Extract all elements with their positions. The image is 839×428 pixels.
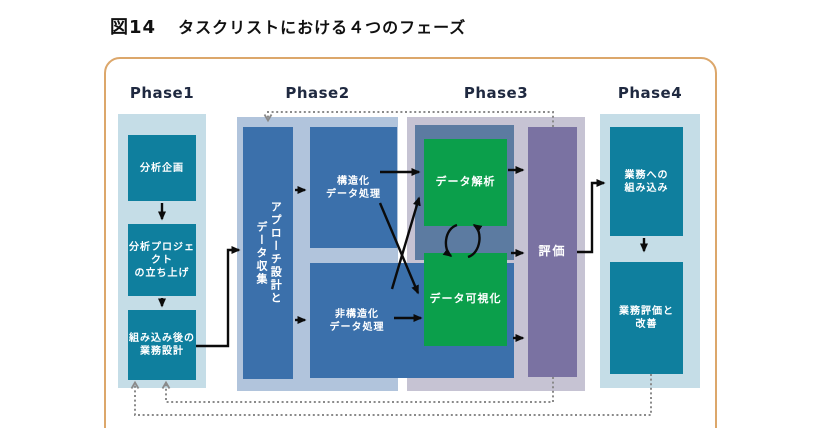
figure-header: 図14 タスクリストにおける４つのフェーズ: [110, 13, 466, 39]
node-structured-processing: 構造化 データ処理: [310, 127, 397, 248]
unstructured-processing-label: 非構造化 データ処理: [329, 308, 385, 333]
node-analysis-planning: 分析企画: [128, 135, 196, 201]
figure-title: タスクリストにおける４つのフェーズ: [178, 18, 467, 37]
node-business-integration: 業務への 組み込み: [610, 127, 683, 236]
node-data-visualization: データ可視化: [424, 253, 507, 346]
phase4-label: Phase4: [617, 84, 683, 102]
node-business-evaluation: 業務評価と 改善: [610, 262, 683, 374]
figure-number: 図14: [110, 17, 157, 38]
node-project-launch: 分析プロジェクト の立ち上げ: [128, 224, 196, 296]
phase2-label: Phase2: [285, 84, 350, 102]
node-post-integration-design: 組み込み後の 業務設計: [128, 310, 196, 380]
phase1-label: Phase1: [129, 84, 195, 102]
node-approach-design: アプローチ設計と データ収集: [243, 127, 293, 379]
node-data-analysis: データ解析: [424, 139, 507, 226]
phase3-label: Phase3: [463, 84, 529, 102]
node-evaluation: 評価: [528, 127, 577, 377]
